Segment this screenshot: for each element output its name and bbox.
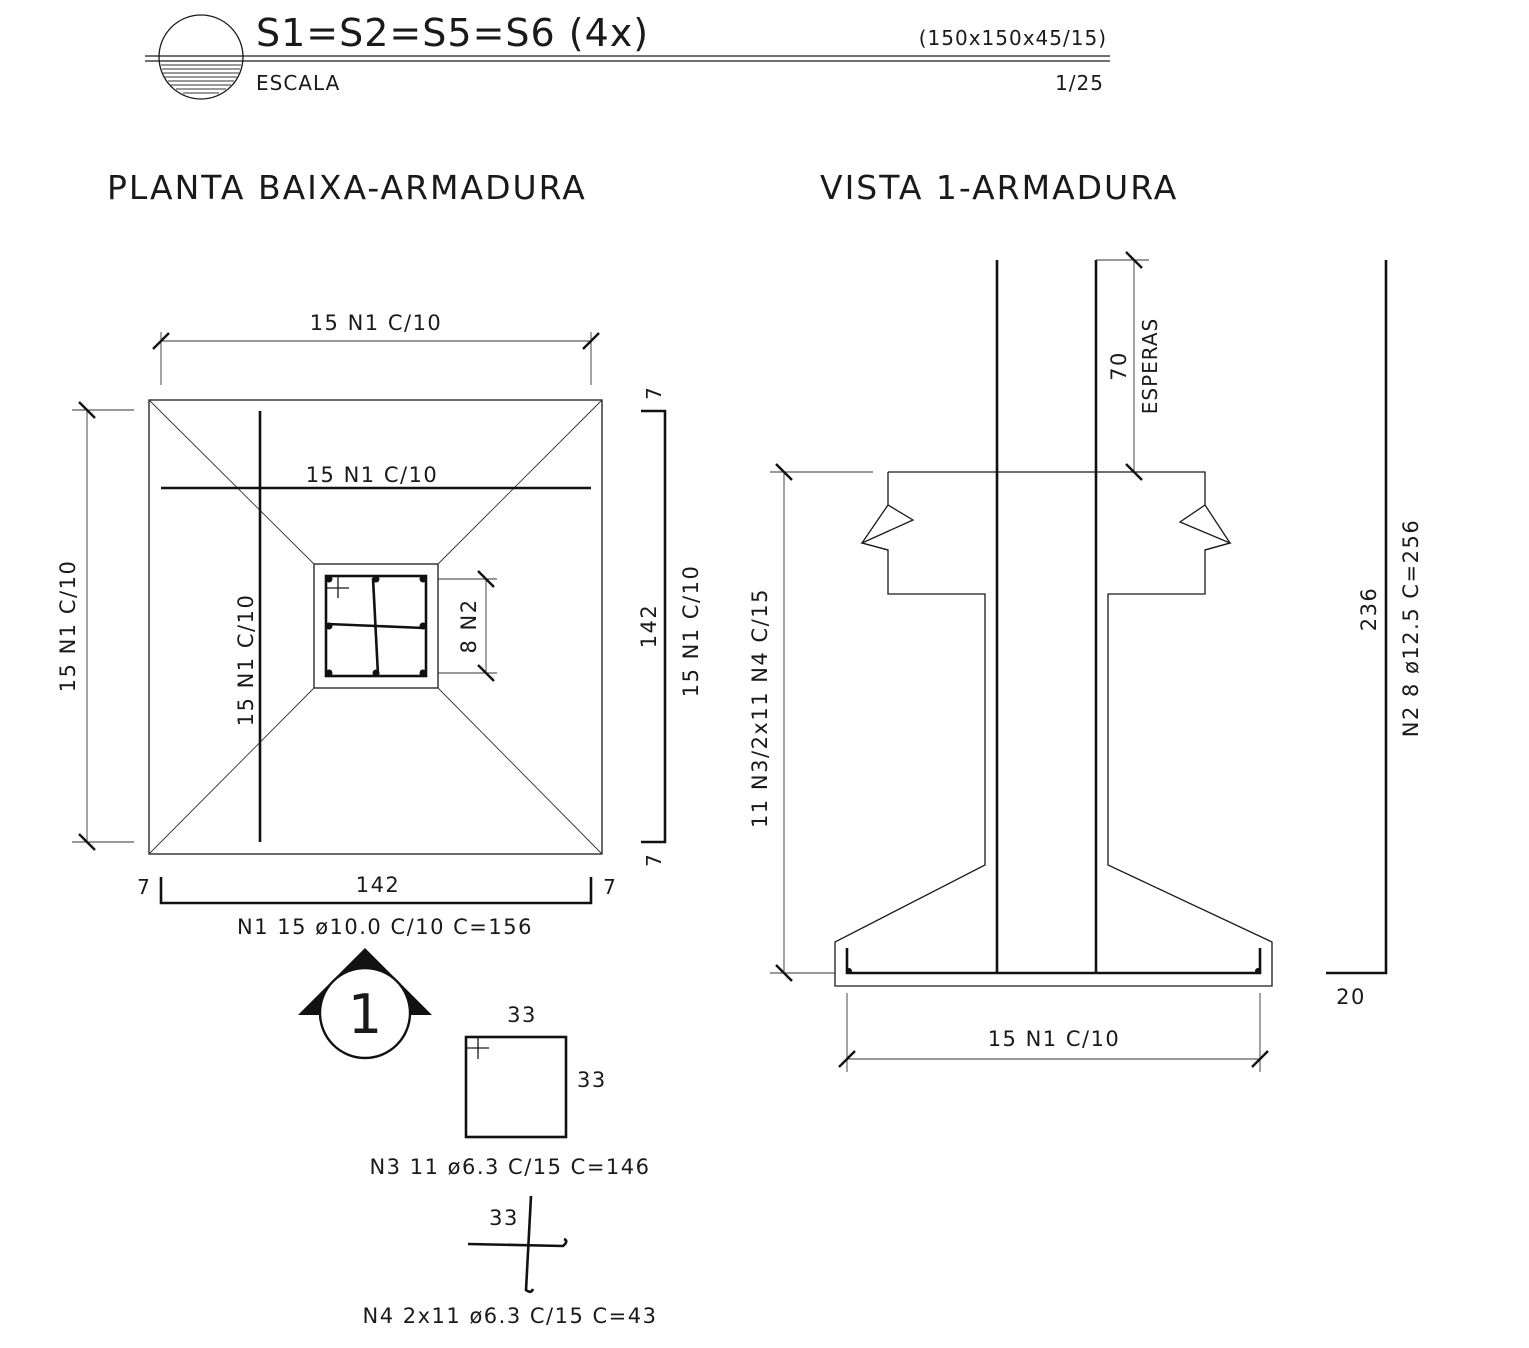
cross-tie-horizontal — [327, 622, 425, 630]
n4-dim: 33 — [489, 1206, 519, 1230]
sheet-title: S1=S2=S5=S6 (4x) — [256, 11, 649, 55]
dim-top-label: 15 N1 C/10 — [310, 311, 443, 335]
esperas-value: 70 — [1107, 351, 1131, 381]
n4-tie-detail: 33 N4 2x11 ø6.3 C/15 C=43 — [363, 1195, 658, 1328]
elev-bottom-label: 15 N1 C/10 — [988, 1027, 1121, 1051]
column-bars — [325, 575, 427, 677]
plus-marker-icon — [327, 577, 349, 598]
rebar-vertical-label: 15 N1 C/10 — [234, 594, 258, 727]
scale-circle-icon — [158, 14, 244, 100]
n1-bottom-bar — [845, 948, 1262, 975]
n2-hook: 20 — [1336, 985, 1366, 1009]
elevation-title: VISTA 1-ARMADURA — [820, 168, 1178, 207]
bottom-hook-left: 7 — [137, 875, 151, 899]
right-hook-top: 7 — [642, 386, 666, 400]
elevation-view: 70 ESPERAS 11 N3/2x11 N4 C/15 15 N1 C/10… — [748, 251, 1423, 1072]
n1-bar-shape-right: 7 142 7 15 N1 C/10 — [637, 386, 703, 867]
dim-elev-bottom: 15 N1 C/10 — [838, 993, 1269, 1072]
n3-stirrup-detail: 33 33 N3 11 ø6.3 C/15 C=146 — [369, 1003, 650, 1179]
n3-top-dim: 33 — [507, 1003, 537, 1027]
esperas-label: ESPERAS — [1138, 318, 1162, 415]
dim-left-label: 15 N1 C/10 — [56, 560, 80, 693]
right-hook-bottom: 7 — [642, 853, 666, 867]
title-block: S1=S2=S5=S6 (4x) (150x150x45/15) ESCALA … — [145, 11, 1110, 100]
section-marker-number: 1 — [348, 983, 382, 1046]
n4-spec: N4 2x11 ø6.3 C/15 C=43 — [363, 1304, 658, 1328]
pedestal-outline — [313, 563, 439, 689]
footing-dimensions: (150x150x45/15) — [919, 26, 1107, 50]
n2-bar-shape: 236 20 N2 8 ø12.5 C=256 — [1326, 260, 1423, 1009]
plan-title: PLANTA BAIXA-ARMADURA — [107, 168, 587, 207]
dim-left: 15 N1 C/10 — [56, 401, 134, 851]
bottom-length: 142 — [356, 873, 401, 897]
dim-top: 15 N1 C/10 — [152, 311, 600, 385]
n3-side-dim: 33 — [577, 1068, 607, 1092]
footing-outline — [148, 399, 603, 855]
scale-value: 1/25 — [1055, 71, 1104, 95]
plan-view: 15 N1 C/10 15 N1 C/10 15 N1 C/10 15 N1 C… — [56, 311, 703, 1060]
bottom-hook-right: 7 — [603, 875, 617, 899]
n2-length: 236 — [1357, 587, 1381, 632]
n1-spec: N1 15 ø10.0 C/10 C=156 — [237, 915, 533, 939]
right-label: 15 N1 C/10 — [679, 565, 703, 698]
n3-spec: N3 11 ø6.3 C/15 C=146 — [369, 1155, 650, 1179]
scale-label: ESCALA — [256, 71, 340, 95]
dim-elev-left: 11 N3/2x11 N4 C/15 — [748, 463, 873, 982]
n2-spec: N2 8 ø12.5 C=256 — [1399, 519, 1423, 737]
dim-column-bars: 8 N2 — [438, 570, 497, 682]
n1-bar-shape-bottom: 7 142 7 N1 15 ø10.0 C/10 C=156 — [137, 873, 617, 939]
dim-esperas: 70 ESPERAS — [1096, 251, 1162, 481]
right-length: 142 — [637, 604, 661, 649]
section-marker-icon: 1 — [298, 948, 432, 1060]
rebar-horizontal-label: 15 N1 C/10 — [306, 463, 439, 487]
elev-left-label: 11 N3/2x11 N4 C/15 — [748, 588, 772, 828]
dim-column-bars-label: 8 N2 — [457, 598, 481, 653]
